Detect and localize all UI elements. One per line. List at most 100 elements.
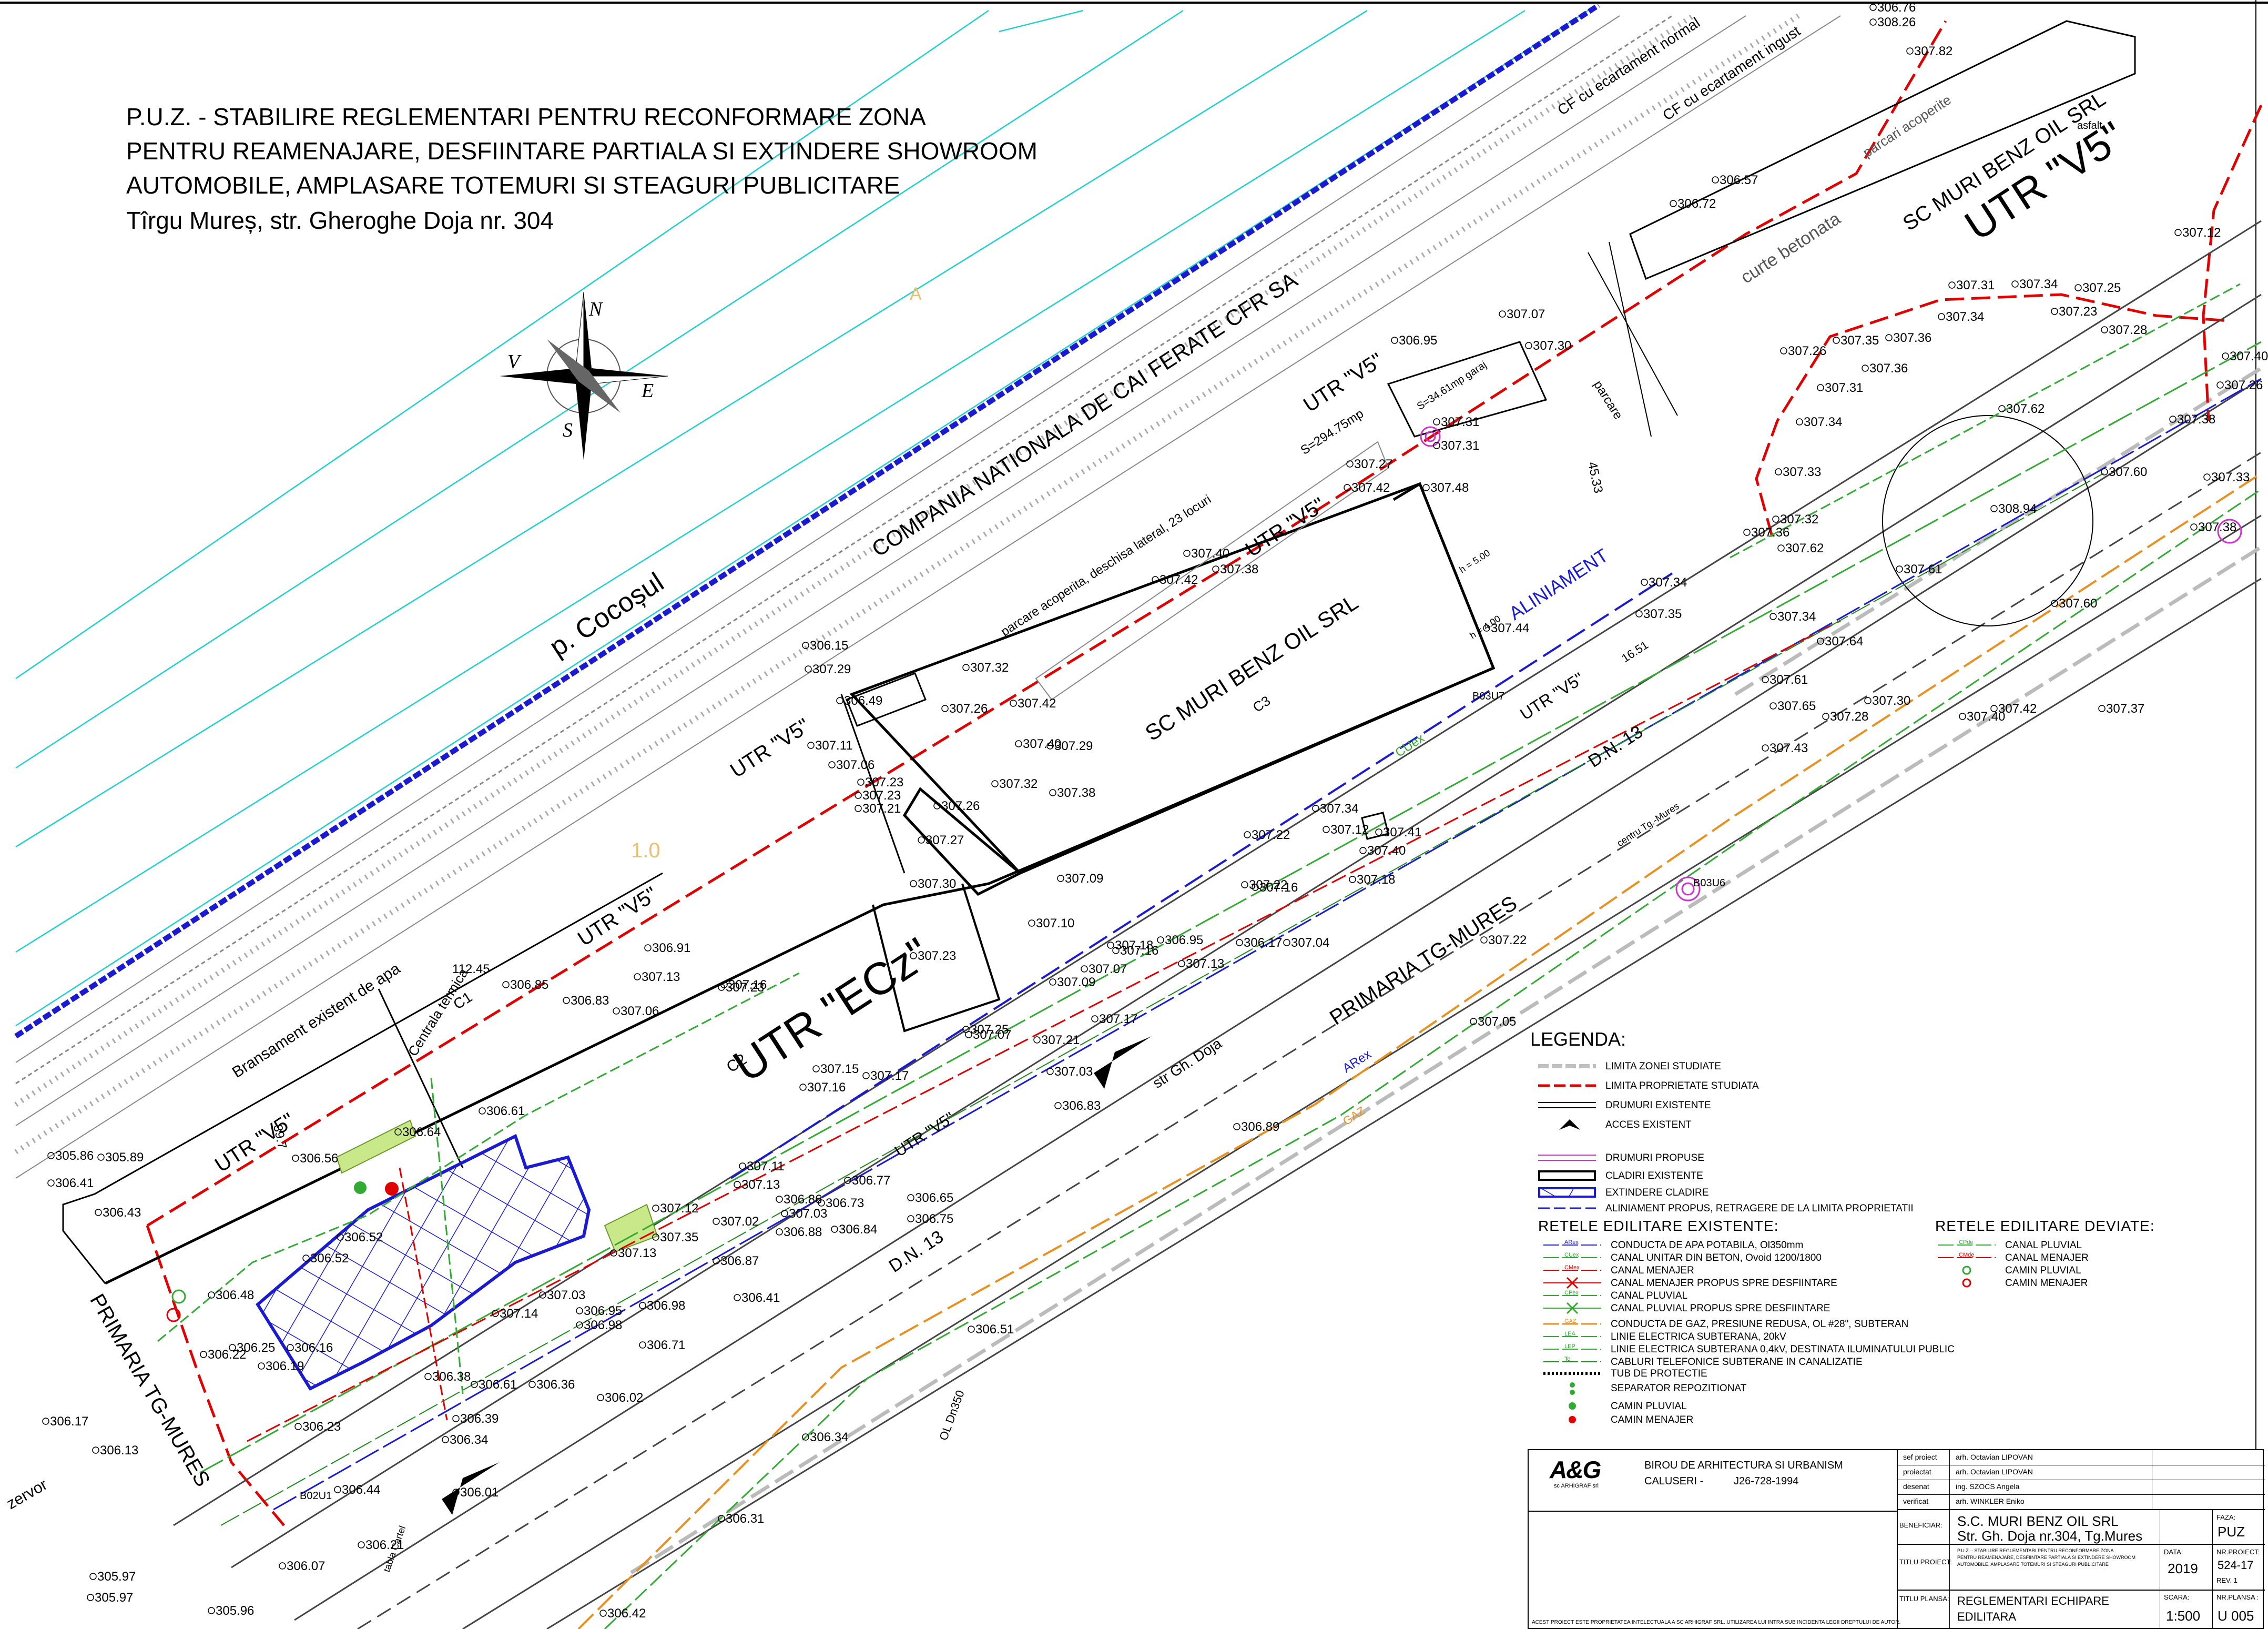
elevation-marker (208, 1291, 215, 1299)
elevation-label: 307.13 (642, 970, 680, 984)
legend-code-lea: LEA (1564, 1331, 1575, 1337)
elevation-label: 306.34 (450, 1433, 488, 1447)
elevation-label: 307.38 (1220, 562, 1258, 576)
elevation-label: 307.31 (1956, 278, 1995, 292)
elevation-label: 307.06 (621, 1004, 659, 1018)
elevation-label: 307.10 (1036, 916, 1074, 930)
label-utr-v5-f: UTR "V5" (1517, 669, 1587, 724)
plan-title-line-2: PENTRU REAMENAJARE, DESFIINTARE PARTIALA… (126, 137, 1038, 165)
elevation-label: 306.43 (103, 1206, 141, 1220)
role-3: verificat (1903, 1497, 1929, 1505)
elevation-label: 306.89 (1241, 1120, 1279, 1134)
legend-label-access: ACCES EXISTENT (1605, 1119, 1692, 1130)
elevation-marker (42, 1418, 49, 1425)
elevation-label: 307.36 (1893, 331, 1931, 345)
contour-lines (15, 9, 1589, 1027)
elevation-label: 307.07 (1507, 307, 1545, 321)
elevation-label: 306.87 (720, 1254, 759, 1268)
label-h500: h = 5.00 (1457, 548, 1492, 575)
elevation-marker (1864, 697, 1872, 704)
elevation-label: 307.05 (1478, 1015, 1516, 1029)
elevation-marker (92, 1446, 99, 1454)
elevation-marker (734, 1181, 741, 1188)
elevation-label: 307.03 (789, 1207, 827, 1221)
elevation-label: 306.61 (486, 1104, 525, 1118)
east-site (1588, 20, 2136, 626)
elevation-marker (1323, 826, 1330, 833)
elevation-marker (1780, 347, 1787, 355)
elevation-label: 305.97 (97, 1570, 136, 1584)
elevation-label: 306.19 (266, 1359, 304, 1373)
elevation-label: 307.38 (2198, 520, 2236, 534)
elevation-marker (1049, 789, 1056, 796)
elevation-label: 306.01 (460, 1485, 499, 1500)
name-0: arh. Octavian LIPOVAN (1956, 1453, 2033, 1461)
elevation-label: 307.48 (1430, 481, 1469, 495)
elevation-label: 307.27 (925, 833, 964, 847)
elevation-label: 307.41 (1383, 825, 1421, 839)
elevation-marker (962, 664, 970, 671)
legend-code-lep: LEP (1564, 1343, 1575, 1350)
elevation-label: 307.23 (918, 949, 956, 963)
elevation-marker (279, 1562, 286, 1570)
elevation-marker (492, 1310, 499, 1317)
label-dim-112-45: 112.45 (452, 962, 490, 976)
elevation-marker (1796, 418, 1803, 426)
elevation-marker (1046, 742, 1054, 750)
elevation-marker (599, 1610, 607, 1617)
elevation-marker (528, 1381, 536, 1388)
legend-label-gas: CONDUCTA DE GAZ, PRESIUNE REDUSA, OL #28… (1611, 1319, 1909, 1330)
elevation-marker (1346, 460, 1354, 468)
elevation-marker (334, 1486, 341, 1493)
elevation-label: 306.44 (342, 1483, 380, 1497)
elevation-label: 307.82 (1914, 44, 1952, 58)
firm-logo: A&G (1550, 1456, 1601, 1483)
elevation-marker (89, 1573, 97, 1580)
elevation-marker (394, 1128, 402, 1136)
compass-rose-icon (500, 291, 668, 460)
elevation-label: 307.36 (1751, 525, 1789, 540)
elevation-label: 307.22 (1249, 878, 1287, 892)
elevation-label: 307.09 (1057, 975, 1095, 989)
label-parcare-acoperita: parcare acoperita, deschisa lateral, 23 … (999, 492, 1214, 639)
elevation-marker (941, 705, 949, 712)
beneficiar-name: S.C. MURI BENZ OIL SRL (1957, 1513, 2119, 1529)
legend-label-property: LIMITA PROPRIETATE STUDIATA (1605, 1080, 1759, 1091)
elevation-label: 307.03 (1054, 1065, 1093, 1079)
railway (14, 13, 1841, 1179)
elevation-label: 307.33 (1783, 465, 1821, 479)
elevation-marker (807, 742, 815, 749)
legend-label-sewer-unit: CANAL UNITAR DIN BETON, Ovoid 1200/1800 (1611, 1252, 1822, 1263)
elevation-label: 307.04 (1291, 936, 1329, 950)
elevation-marker (720, 981, 728, 988)
elevation-marker (1422, 484, 1430, 491)
legend-label-camin-pluvial: CAMIN PLUVIAL (1611, 1401, 1687, 1412)
elevation-label: 307.34 (1320, 802, 1358, 816)
elevation-label: 307.64 (1825, 634, 1863, 649)
elevation-marker (1777, 544, 1785, 552)
elevation-marker (1015, 740, 1022, 747)
label-cuex: CUex (1393, 731, 1427, 760)
label-mark-10: 1.0 (631, 839, 660, 862)
legend-label-electric-04kv: LINIE ELECTRICA SUBTERANA 0,4kV, DESTINA… (1611, 1344, 1955, 1355)
role-1: proiectat (1903, 1468, 1931, 1476)
elevation-label: 306.41 (55, 1176, 94, 1190)
elevation-marker (910, 880, 917, 887)
elevation-label: 307.42 (1018, 696, 1056, 711)
elevation-marker (1391, 337, 1398, 344)
legend-label-electric-20kv: LINIE ELECTRICA SUBTERANA, 20kV (1611, 1331, 1786, 1342)
label-b02u1: B02U1 (300, 1490, 332, 1502)
elevation-marker (1241, 881, 1248, 888)
elevation-marker (1312, 805, 1319, 812)
elevation-label: 306.52 (310, 1251, 349, 1266)
elevation-marker (2190, 523, 2198, 531)
elevation-label: 307.16 (1120, 944, 1158, 958)
faza-label: FAZA: (2216, 1513, 2236, 1521)
label-parcari-acoperite: parcari acoperite (1860, 92, 1954, 160)
alignment-line (730, 572, 1673, 1179)
elevation-label: 307.06 (836, 758, 874, 772)
elevation-label: 307.25 (2082, 281, 2121, 295)
nr-plansa: U 005 (2218, 1608, 2254, 1624)
legend-label-alignment: ALINIAMENT PROPUS, RETRAGERE DE LA LIMIT… (1605, 1203, 1914, 1214)
